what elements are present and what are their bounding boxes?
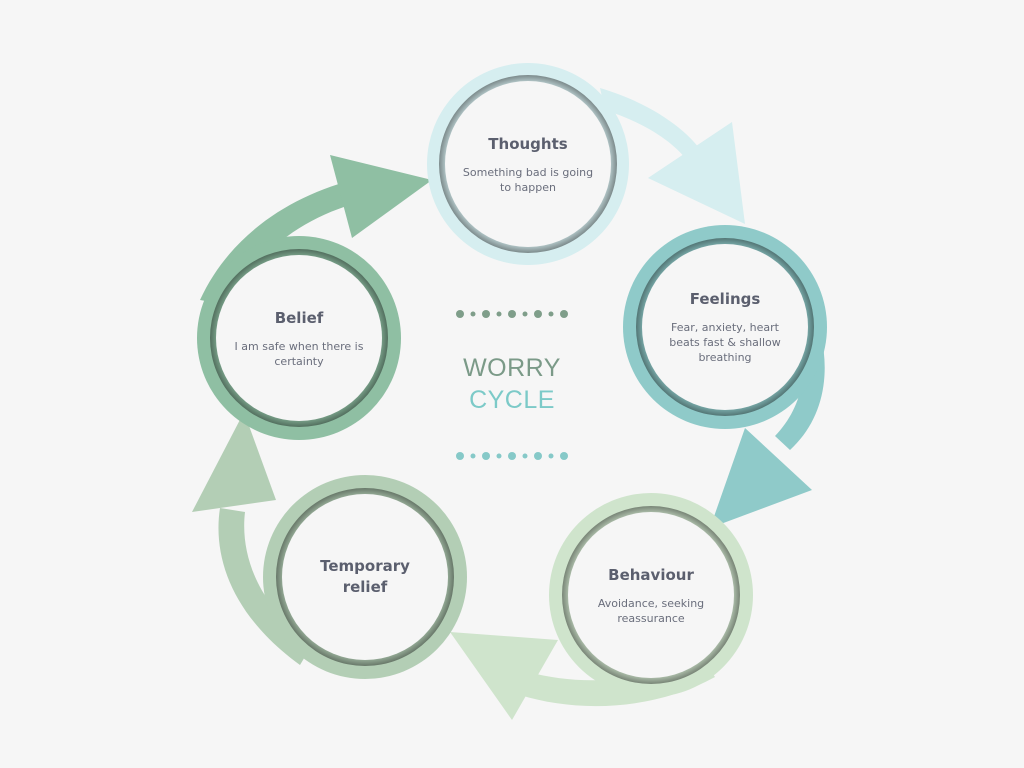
node-description: Avoidance, seeking reassurance [597,596,705,625]
arrow-thoughts-to-feelings [600,88,745,224]
node-behaviour: Behaviour Avoidance, seeking reassurance [568,512,734,678]
node-title: Thoughts [488,134,568,153]
dots-bottom [456,452,568,460]
node-title: Belief [274,308,324,327]
node-description: I am safe when there is certainty [234,339,364,368]
node-description: Fear, anxiety, heart beats fast & shallo… [669,321,781,364]
node-title: Feelings [689,290,761,308]
node-feelings: Feelings Fear, anxiety, heart beats fast… [642,244,808,410]
node-temporary-relief: Temporary relief [282,494,448,660]
center-title-worry: WORRY [463,354,561,382]
center-title-cycle: CYCLE [469,386,555,414]
node-title: Behaviour [608,565,694,584]
node-thoughts: Thoughts Something bad is going to happe… [445,81,611,247]
dots-top [456,310,568,318]
node-description: Something bad is going to happen [462,165,594,194]
node-belief: Belief I am safe when there is certainty [216,255,382,421]
node-title: Temporary relief [320,557,410,596]
